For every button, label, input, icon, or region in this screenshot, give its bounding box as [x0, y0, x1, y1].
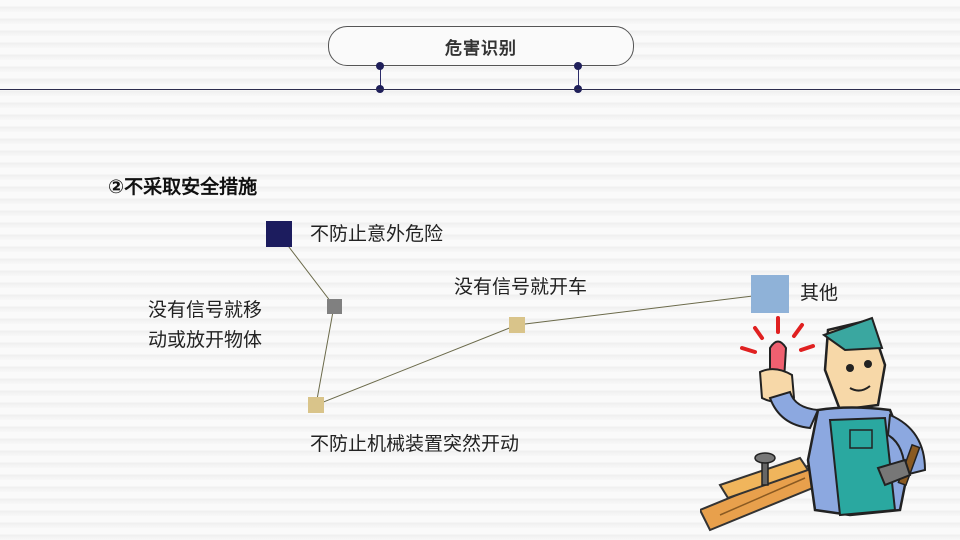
node-label-2b: 动或放开物体 [148, 326, 262, 354]
node-label-2a: 没有信号就移 [148, 296, 262, 324]
worker-head-icon [824, 318, 885, 410]
node-marker-4 [509, 317, 525, 333]
node-marker-5 [751, 275, 789, 313]
node-marker-2 [327, 299, 342, 314]
wood-plank-icon [700, 458, 820, 530]
node-label-1: 不防止意外危险 [310, 220, 443, 248]
node-marker-3 [308, 397, 324, 413]
node-label-4: 没有信号就开车 [454, 273, 587, 301]
node-label-3: 不防止机械装置突然开动 [310, 430, 519, 458]
node-label-5: 其他 [800, 279, 838, 307]
worker-illustration [700, 310, 940, 535]
node-marker-1 [266, 221, 292, 247]
